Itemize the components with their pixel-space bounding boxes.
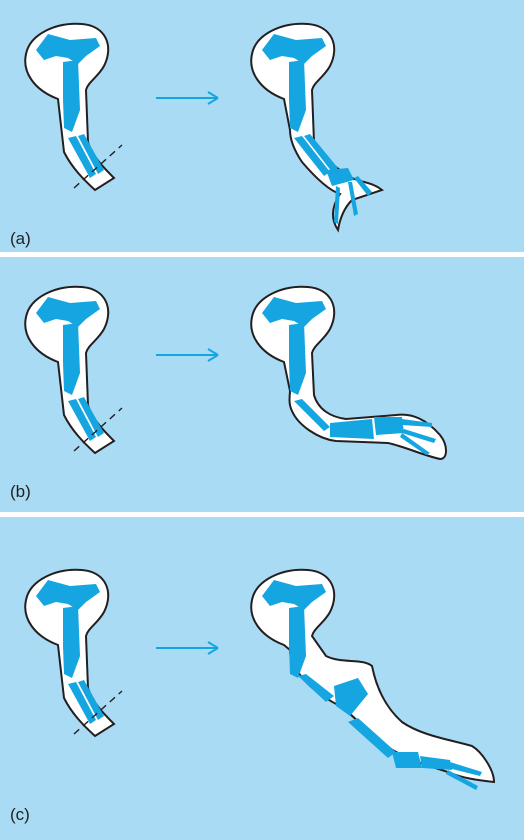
- panel-c: [0, 517, 524, 840]
- panel-a: [0, 0, 524, 252]
- panel-b: [0, 257, 524, 512]
- panel-label-a: (a): [10, 230, 31, 247]
- panel-label-b: (b): [10, 483, 31, 500]
- panel-label-c: (c): [10, 806, 30, 823]
